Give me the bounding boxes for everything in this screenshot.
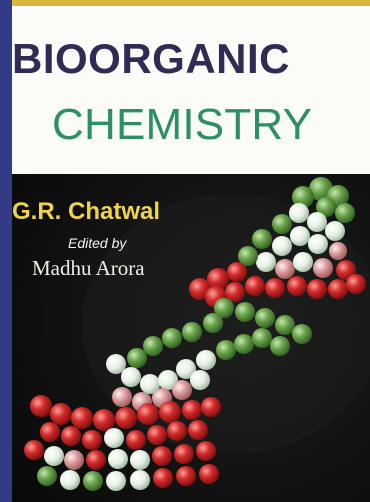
title-panel [12,6,370,174]
molecule-middle-strand [106,298,312,412]
left-side-strip [0,0,12,502]
book-title-line-1: BIOORGANIC [12,35,290,82]
edited-by-label: Edited by [68,235,127,251]
molecule-illustration [24,177,370,491]
author-name: G.R. Chatwal [12,198,161,225]
book-title-line-2: CHEMISTRY [52,100,313,149]
top-gold-bar [12,0,370,6]
molecule-top-strand [189,177,366,308]
editor-name: Madhu Arora [32,256,145,280]
molecule-lower-strand [24,395,221,491]
